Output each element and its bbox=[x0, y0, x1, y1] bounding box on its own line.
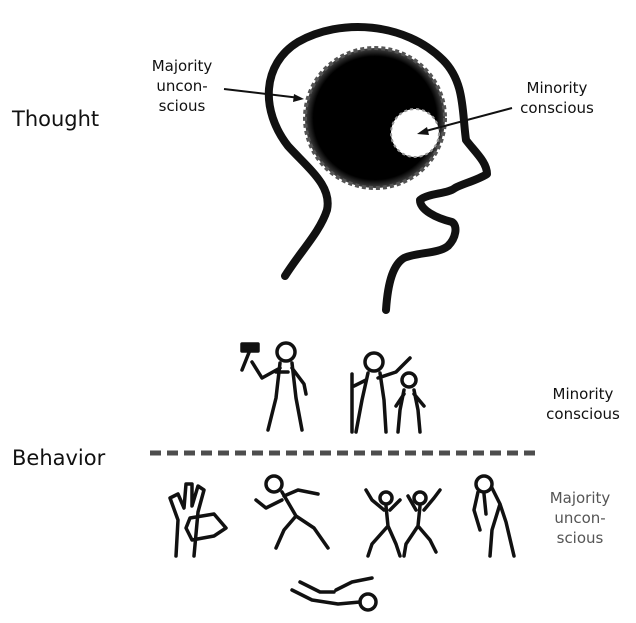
thought-unconscious-label: Majority uncon- scious bbox=[144, 56, 220, 116]
figure-hammering bbox=[240, 341, 308, 432]
label-line: uncon- bbox=[156, 77, 208, 95]
figure-dancers bbox=[364, 488, 442, 558]
conscious-arrowhead bbox=[417, 127, 429, 135]
label-line: conscious bbox=[520, 99, 594, 117]
conscious-mind-region bbox=[390, 108, 440, 158]
behavior-conscious-label: Minority conscious bbox=[538, 384, 628, 424]
label-line: scious bbox=[556, 529, 604, 547]
figure-pointing-adult bbox=[350, 351, 412, 434]
figure-hunched bbox=[472, 474, 516, 558]
label-line: conscious bbox=[546, 405, 620, 423]
label-line: Majority bbox=[549, 489, 611, 507]
thought-label: Thought bbox=[12, 107, 100, 131]
figure-hand-grasp bbox=[168, 482, 228, 558]
conscious-arrow bbox=[421, 107, 513, 133]
figure-child bbox=[394, 371, 426, 434]
figure-running bbox=[254, 474, 330, 550]
unconscious-arrowhead bbox=[293, 94, 304, 102]
label-line: Majority bbox=[151, 57, 213, 75]
thought-conscious-label: Minority conscious bbox=[512, 78, 602, 118]
label-line: Minority bbox=[552, 385, 614, 403]
behavior-unconscious-label: Majority uncon- scious bbox=[540, 488, 620, 548]
behavior-label: Behavior bbox=[12, 446, 106, 470]
label-line: Minority bbox=[526, 79, 588, 97]
figure-lying bbox=[290, 576, 378, 612]
head-outline bbox=[264, 23, 491, 314]
label-line: uncon- bbox=[554, 509, 606, 527]
unconscious-arrow bbox=[223, 88, 301, 99]
head-profile bbox=[223, 23, 513, 314]
label-line: scious bbox=[158, 97, 206, 115]
